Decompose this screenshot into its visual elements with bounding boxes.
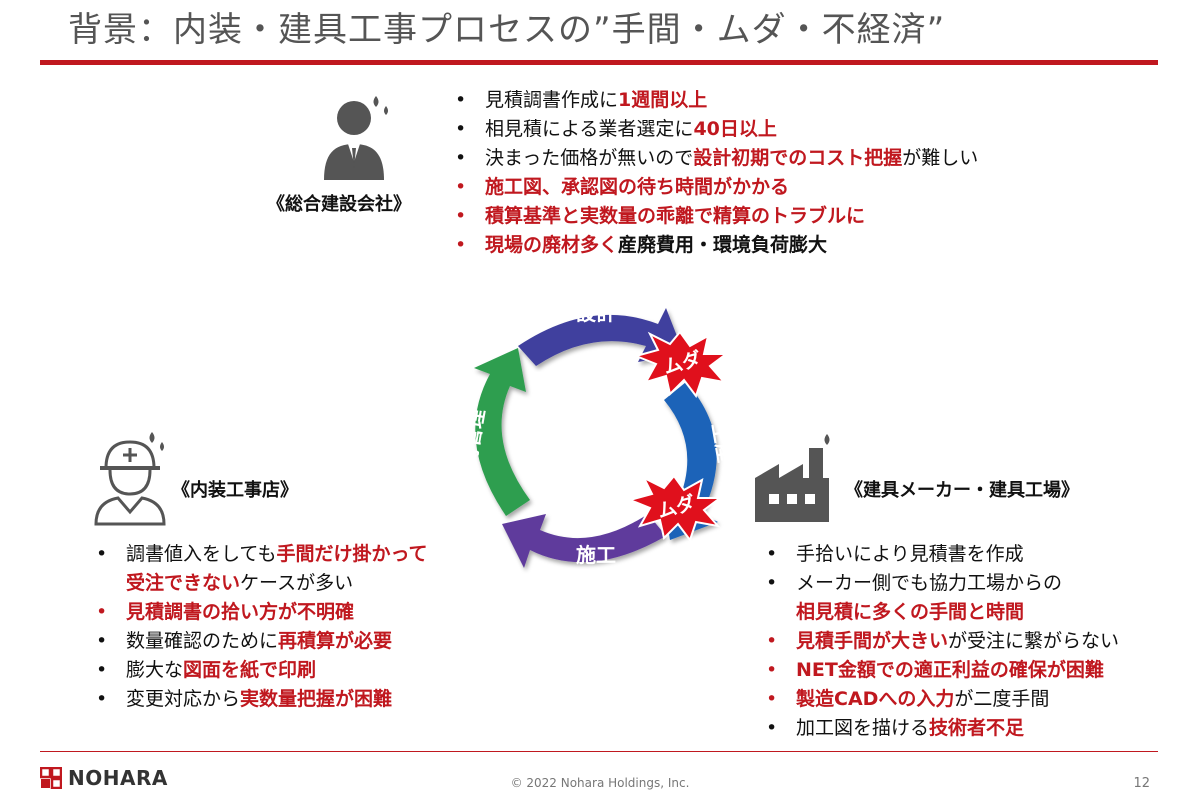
issue-item: 相見積に多くの手間と時間 [758,598,1119,627]
bullet-marker: • [766,630,778,652]
interior-contractor-issues: • 調書値入をしても手間だけ掛かって受注できないケースが多い • 見積調書の拾い方が不… [88,540,428,714]
logo-text: NOHARA [68,766,168,790]
issue-item: • 膨大な図面を紙で印刷 [88,656,428,685]
title-underline [40,60,1158,65]
bullet-marker: • [455,89,467,111]
bullet-marker: • [96,543,108,565]
nohara-logo-icon [40,767,62,789]
issue-text: が受注に繋がらない [948,630,1120,652]
cycle-arrow-maintenance [474,348,530,516]
issue-text: 現場の廃材多く [485,234,619,256]
issue-text: 手拾いにより見積書を作成 [796,543,1024,565]
actor-label-general-contractor: 《総合建設会社》 [267,194,411,215]
issue-text: 技術者不足 [929,717,1025,739]
issue-item: • 現場の廃材多く産廃費用・環境負荷膨大 [447,231,978,260]
issue-text: 相見積に多くの手間と時間 [796,601,1025,623]
issue-text: 変更対応から [126,688,241,710]
bullet-marker: • [766,688,778,710]
issue-item: • NET金額での適正利益の確保が困難 [758,656,1119,685]
issue-item: • 加工図を描ける技術者不足 [758,714,1119,743]
issue-item: • 数量確認のために再積算が必要 [88,627,428,656]
issue-text: 膨大な [126,659,184,681]
issue-text: 設計初期でのコスト把握 [693,147,903,169]
issue-item: • 積算基準と実数量の乖離で精算のトラブルに [447,202,978,231]
issue-text: 受注できない [126,572,241,594]
issue-text: NET金額での適正利益の確保が困難 [796,659,1104,681]
issue-item: • 決まった価格が無いので設計初期でのコスト把握が難しい [447,144,978,173]
issue-text: 産廃費用・環境負荷膨大 [618,234,828,256]
issue-item: • 変更対応から実数量把握が困難 [88,685,428,714]
issue-text: 加工図を描ける [796,717,930,739]
issue-text: 実数量把握が困難 [240,688,393,710]
bullet-marker: • [766,543,778,565]
issue-item: • 調書値入をしても手間だけ掛かって [88,540,428,569]
issue-text: 決まった価格が無いので [485,147,694,169]
issue-text: 施工図、承認図の待ち時間がかかる [485,176,790,198]
factory-icon [755,434,830,522]
cycle-arrow-design [518,308,684,366]
cycle-arrow-construction [502,514,666,568]
bullet-marker: • [455,234,467,256]
issue-text: ケースが多い [240,572,354,594]
bullet-marker: • [96,601,108,623]
issue-text: メーカー側でも協力工場からの [796,572,1063,594]
issue-item: • 手拾いにより見積書を作成 [758,540,1119,569]
actor-label-manufacturer: 《建具メーカー・建具工場》 [845,480,1079,501]
company-logo: NOHARA [40,766,168,790]
general-contractor-issues: • 見積調書作成に1週間以上 • 相見積による業者選定に40日以上 • 決まった価格が無い… [447,86,978,260]
process-cycle-diagram: 設計 生産 施工 維持管理 ムダ ムダ [454,301,738,568]
actor-label-interior-contractor: 《内装工事店》 [172,480,298,501]
bullet-marker: • [96,659,108,681]
waste-burst-top: ムダ [632,330,729,399]
issue-item: • 施工図、承認図の待ち時間がかかる [447,173,978,202]
bullet-marker: • [766,659,778,681]
issue-item: 受注できないケースが多い [88,569,428,598]
hardhat-worker-icon [94,432,166,526]
issue-item: • メーカー側でも協力工場からの [758,569,1119,598]
bullet-marker: • [96,688,108,710]
page-number: 12 [1133,776,1150,791]
issue-text: 数量確認のために [126,630,279,652]
issue-text: 調書値入をしても [126,543,277,565]
issue-text: 積算基準と実数量の乖離で精算のトラブルに [485,205,866,227]
issue-text: 図面を紙で印刷 [183,659,317,681]
copyright: © 2022 Nohara Holdings, Inc. [510,776,690,790]
issue-item: • 製造CADへの入力が二度手間 [758,685,1119,714]
issue-item: • 相見積による業者選定に40日以上 [447,115,978,144]
page-title: 背景：内装・建具工事プロセスの”手間・ムダ・不経済” [68,10,946,50]
manufacturer-issues: • 手拾いにより見積書を作成 • メーカー側でも協力工場からの相見積に多くの手間と時間… [758,540,1119,743]
bullet-marker: • [766,717,778,739]
cycle-label-construction: 施工 [576,543,616,567]
issue-item: • 見積手間が大きいが受注に繋がらない [758,627,1119,656]
issue-text: 再積算が必要 [278,630,393,652]
bullet-marker: • [455,176,467,198]
issue-item: • 見積調書の拾い方が不明確 [88,598,428,627]
bullet-marker: • [455,205,467,227]
issue-text: 1週間以上 [618,89,708,111]
footer-divider [40,751,1158,752]
waste-burst-bottom: ムダ [626,474,723,543]
bullet-marker: • [766,572,778,594]
bullet-marker: • [455,118,467,140]
issue-text: 見積調書作成に [485,89,619,111]
issue-text: 見積手間が大きい [796,630,949,652]
issue-text: 相見積による業者選定に [485,118,694,140]
cycle-label-design: 設計 [576,301,616,325]
issue-text: 見積調書の拾い方が不明確 [126,601,355,623]
issue-text: 手間だけ掛かって [276,543,428,565]
bullet-marker: • [96,630,108,652]
businessman-icon [324,96,388,180]
issue-text: 40日以上 [693,118,777,140]
issue-text: が二度手間 [954,688,1050,710]
issue-text: が難しい [902,147,979,169]
issue-text: 製造CADへの入力 [796,688,955,710]
issue-item: • 見積調書作成に1週間以上 [447,86,978,115]
bullet-marker: • [455,147,467,169]
